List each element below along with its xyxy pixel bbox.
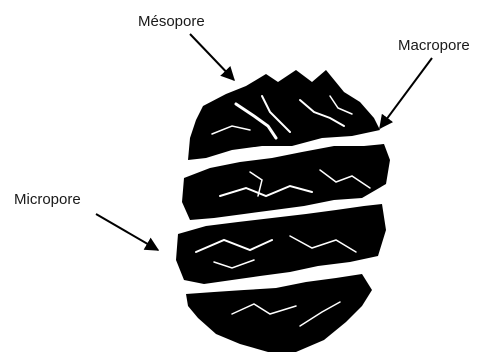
label-micropore: Micropore xyxy=(14,191,81,208)
arrow-mesopore xyxy=(190,34,234,80)
arrow-macropore xyxy=(380,58,432,128)
particle-fragment-bottom xyxy=(186,274,372,352)
label-mesopore: Mésopore xyxy=(138,13,205,30)
label-macropore: Macropore xyxy=(398,37,470,54)
arrow-micropore xyxy=(96,214,158,250)
